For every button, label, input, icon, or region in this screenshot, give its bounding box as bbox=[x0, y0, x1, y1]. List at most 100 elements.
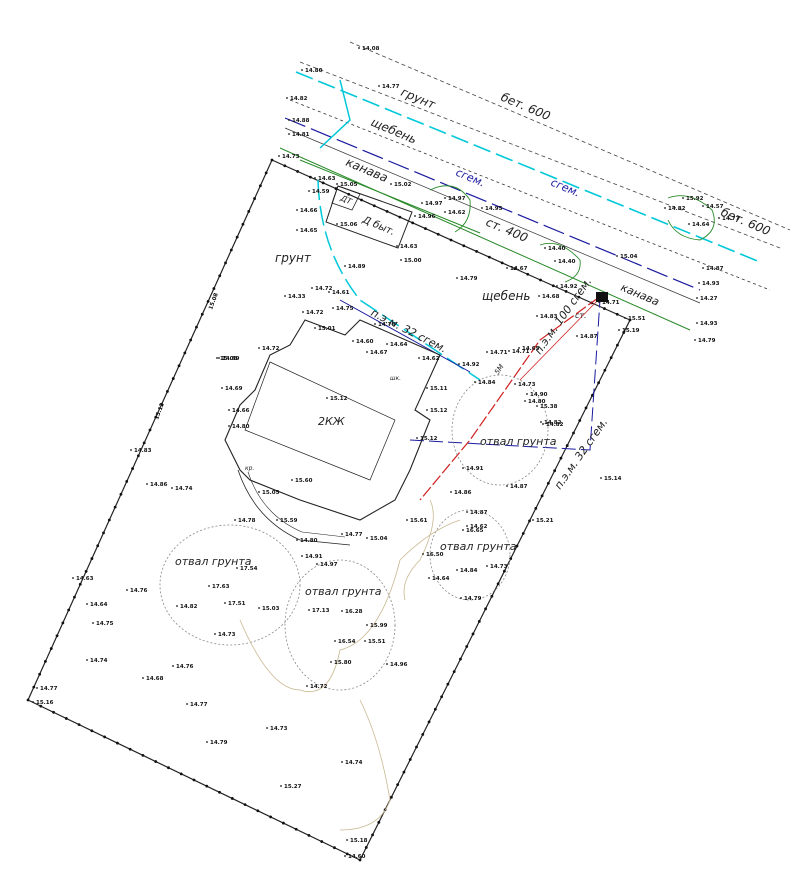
spot-elevation-label: 14.62 bbox=[422, 356, 440, 362]
spot-elevation-dot bbox=[444, 211, 446, 213]
fence-post bbox=[52, 710, 55, 714]
spot-elevation-dot bbox=[694, 339, 696, 341]
spot-elevation-label: 14.87 bbox=[580, 334, 598, 340]
spot-elevation-label: 14.74 bbox=[90, 658, 108, 664]
spot-elevation-dot bbox=[486, 351, 488, 353]
spot-elevation-label: 15.60 bbox=[295, 478, 313, 484]
spot-elevation-label: 14.73 bbox=[218, 632, 236, 638]
spot-elevation-dot bbox=[341, 533, 343, 535]
spot-elevation-dot bbox=[618, 329, 620, 331]
fence-post bbox=[396, 783, 400, 787]
spot-elevation-dot bbox=[554, 260, 556, 262]
fence-post bbox=[333, 846, 336, 850]
spot-elevation-dot bbox=[460, 597, 462, 599]
fence-post bbox=[534, 506, 538, 510]
spot-elevation-dot bbox=[258, 347, 260, 349]
spot-elevation-dot bbox=[266, 727, 268, 729]
fence-post bbox=[360, 198, 363, 202]
fence-post bbox=[264, 171, 268, 175]
spot-elevation-dot bbox=[366, 537, 368, 539]
spot-elevation-dot bbox=[426, 409, 428, 411]
spot-elevation-label: 17.51 bbox=[228, 601, 246, 607]
spot-elevation-dot bbox=[92, 622, 94, 624]
fence-post bbox=[39, 704, 43, 708]
fence-post bbox=[192, 778, 196, 782]
concrete-branch bbox=[319, 79, 351, 149]
spot-elevation-label: 15.12 bbox=[330, 396, 348, 402]
spot-elevation-dot bbox=[421, 202, 423, 204]
fence-post bbox=[206, 300, 210, 303]
spoil-boundary bbox=[239, 519, 461, 692]
fence-post bbox=[411, 221, 415, 225]
road-edge-line-2 bbox=[299, 61, 781, 249]
spot-elevation-dot bbox=[336, 223, 338, 225]
fence-post bbox=[166, 390, 169, 393]
fence-post bbox=[179, 772, 183, 776]
fence-post bbox=[321, 181, 325, 185]
spot-elevation-label: 14.93 bbox=[702, 281, 720, 287]
spot-elevation-dot bbox=[536, 405, 538, 407]
spot-elevation-label: 14.72 bbox=[315, 286, 333, 292]
fence-post bbox=[296, 170, 299, 173]
spot-elevation-label: 15.16 bbox=[36, 700, 54, 706]
fence-post bbox=[218, 790, 221, 794]
pnd32-pipe bbox=[339, 299, 471, 373]
spot-elevation-label: 14.80 bbox=[300, 538, 318, 544]
spot-elevation-label: 14.75 bbox=[96, 621, 114, 627]
spot-elevation-dot bbox=[466, 511, 468, 513]
spot-elevation-dot bbox=[366, 351, 368, 353]
spot-elevation-dot bbox=[341, 761, 343, 763]
label-spoil-c: отвал грунта bbox=[440, 540, 517, 553]
fence-post bbox=[103, 735, 107, 739]
spot-elevation-label: 14.69 bbox=[225, 386, 243, 392]
fence-post bbox=[513, 267, 517, 270]
road-edge-line bbox=[349, 41, 791, 231]
fence-post bbox=[597, 381, 601, 385]
spot-elevation-dot bbox=[358, 47, 360, 49]
spot-elevation-label: 14.95 bbox=[485, 206, 503, 212]
spot-elevation-dot bbox=[702, 205, 704, 207]
spot-elevation-dot bbox=[506, 485, 508, 487]
fence-post bbox=[616, 343, 619, 347]
spot-elevation-dot bbox=[126, 589, 128, 591]
spot-elevation-label: 15.03 bbox=[262, 606, 280, 612]
label-fence-len-left: 15.12 bbox=[154, 402, 166, 421]
spot-elevation-dot bbox=[301, 69, 303, 71]
spot-elevation-dot bbox=[344, 855, 346, 857]
spot-elevation-label: 15.05 bbox=[340, 182, 358, 188]
fence-post bbox=[154, 760, 158, 763]
spot-elevation-label: 14.87 bbox=[470, 510, 488, 516]
fence-post bbox=[615, 312, 619, 316]
label-fence-len-top: 15.08 bbox=[208, 292, 220, 311]
fence-post bbox=[269, 815, 273, 819]
spot-elevation-dot bbox=[386, 343, 388, 345]
spot-elevation-label: 14.83 bbox=[540, 314, 558, 320]
spot-elevation-dot bbox=[598, 301, 600, 303]
spot-elevation-label: 14.83 bbox=[134, 448, 152, 454]
spot-elevation-dot bbox=[696, 322, 698, 324]
spoil-boundary-3 bbox=[403, 499, 434, 601]
spot-elevations: 14.0814.8014.7714.8214.8814.8114.7314.63… bbox=[32, 46, 740, 860]
shed-annex bbox=[331, 185, 361, 211]
fence-post bbox=[553, 469, 557, 473]
spot-elevation-label: 15.01 bbox=[318, 326, 336, 332]
spot-elevation-dot bbox=[284, 295, 286, 297]
pnd100-pipe bbox=[419, 297, 599, 501]
fence-post bbox=[551, 284, 555, 288]
spot-elevation-dot bbox=[288, 119, 290, 121]
concrete-pipe-in bbox=[317, 179, 481, 381]
spot-elevation-label: 14.92 bbox=[462, 362, 480, 368]
spot-elevation-label: 16.65 bbox=[466, 528, 484, 534]
spoil-heap-a bbox=[159, 524, 301, 646]
fence-post bbox=[622, 331, 626, 334]
fence-post bbox=[281, 821, 285, 825]
fence-post bbox=[55, 634, 59, 638]
spot-elevation-dot bbox=[462, 467, 464, 469]
spot-elevation-label: 15.27 bbox=[284, 784, 302, 790]
label-door-hatch: шк. bbox=[390, 375, 401, 382]
spot-elevation-dot bbox=[278, 155, 280, 157]
fence-post bbox=[258, 184, 262, 188]
spot-elevation-dot bbox=[234, 519, 236, 521]
fence-post bbox=[371, 833, 374, 837]
spot-elevation-dot bbox=[688, 223, 690, 225]
